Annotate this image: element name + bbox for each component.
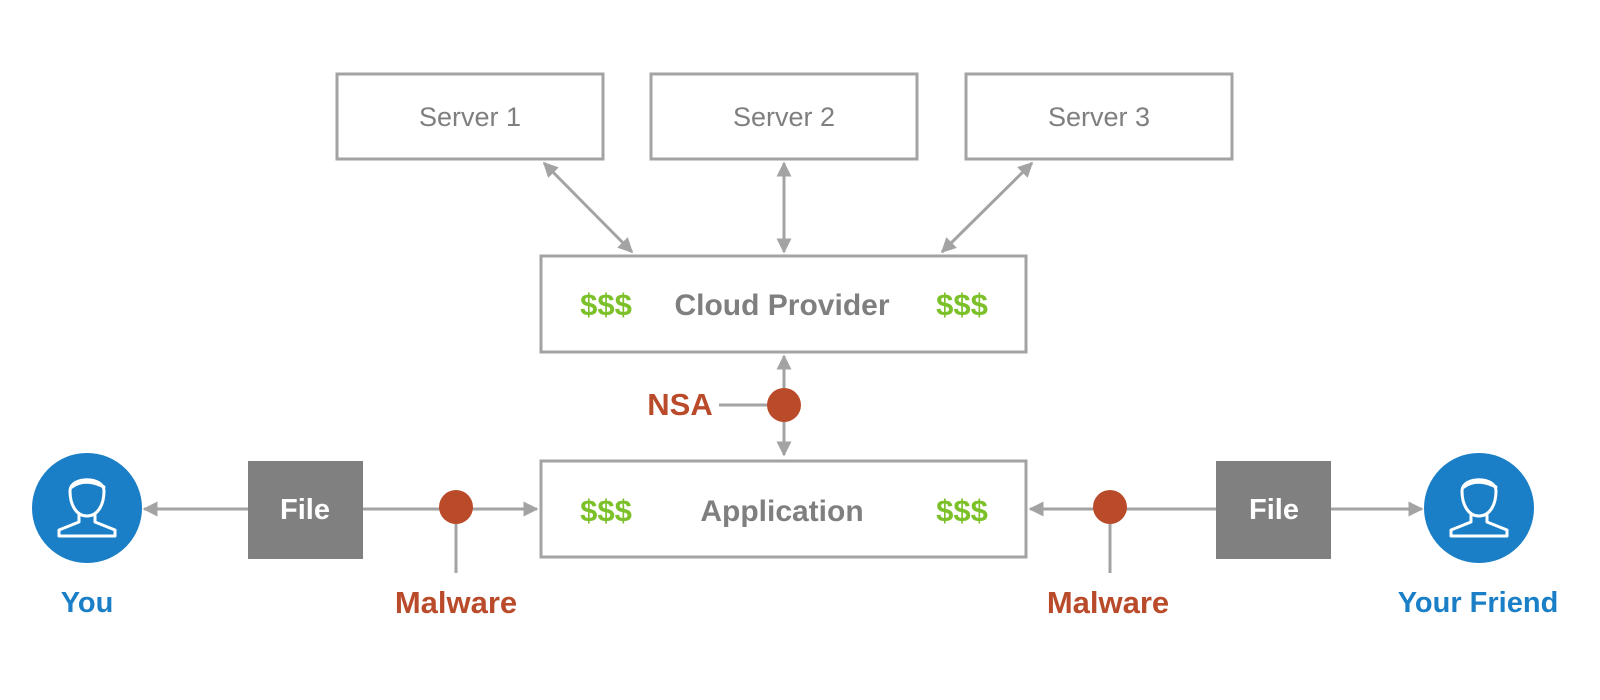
file-right-label: File xyxy=(1249,494,1299,526)
server-2-label: Server 2 xyxy=(733,102,835,132)
cloud-provider-box: $$$ Cloud Provider $$$ xyxy=(539,254,1028,354)
user-icon xyxy=(1449,478,1509,538)
user-icon xyxy=(57,478,117,538)
arrow-server3-cloud xyxy=(940,161,1034,254)
server-1-box: Server 1 xyxy=(335,72,605,161)
you-avatar xyxy=(32,453,142,563)
app-money-right: $$$ xyxy=(936,493,988,528)
friend-label: Your Friend xyxy=(1398,587,1559,619)
malware-right-dot xyxy=(1093,490,1127,524)
friend-avatar xyxy=(1424,453,1534,563)
arrow-server1-cloud xyxy=(542,161,634,254)
malware-right-label: Malware xyxy=(1047,585,1169,620)
nsa-label: NSA xyxy=(647,387,712,422)
server-2-box: Server 2 xyxy=(649,72,919,161)
application-label: Application xyxy=(700,495,863,528)
server-3-box: Server 3 xyxy=(964,72,1234,161)
cloud-money-left: $$$ xyxy=(580,287,632,322)
application-box: $$$ Application $$$ xyxy=(539,459,1028,559)
malware-left-dot xyxy=(439,490,473,524)
malware-left-label: Malware xyxy=(395,585,517,620)
file-right-box: File xyxy=(1216,461,1331,559)
cloud-provider-label: Cloud Provider xyxy=(674,289,889,322)
file-left-box: File xyxy=(248,461,363,559)
nsa-tap-dot xyxy=(767,388,801,422)
app-money-left: $$$ xyxy=(580,493,632,528)
server-3-label: Server 3 xyxy=(1048,102,1150,132)
server-1-label: Server 1 xyxy=(419,102,521,132)
cloud-money-right: $$$ xyxy=(936,287,988,322)
you-label: You xyxy=(61,587,114,619)
file-left-label: File xyxy=(280,494,330,526)
